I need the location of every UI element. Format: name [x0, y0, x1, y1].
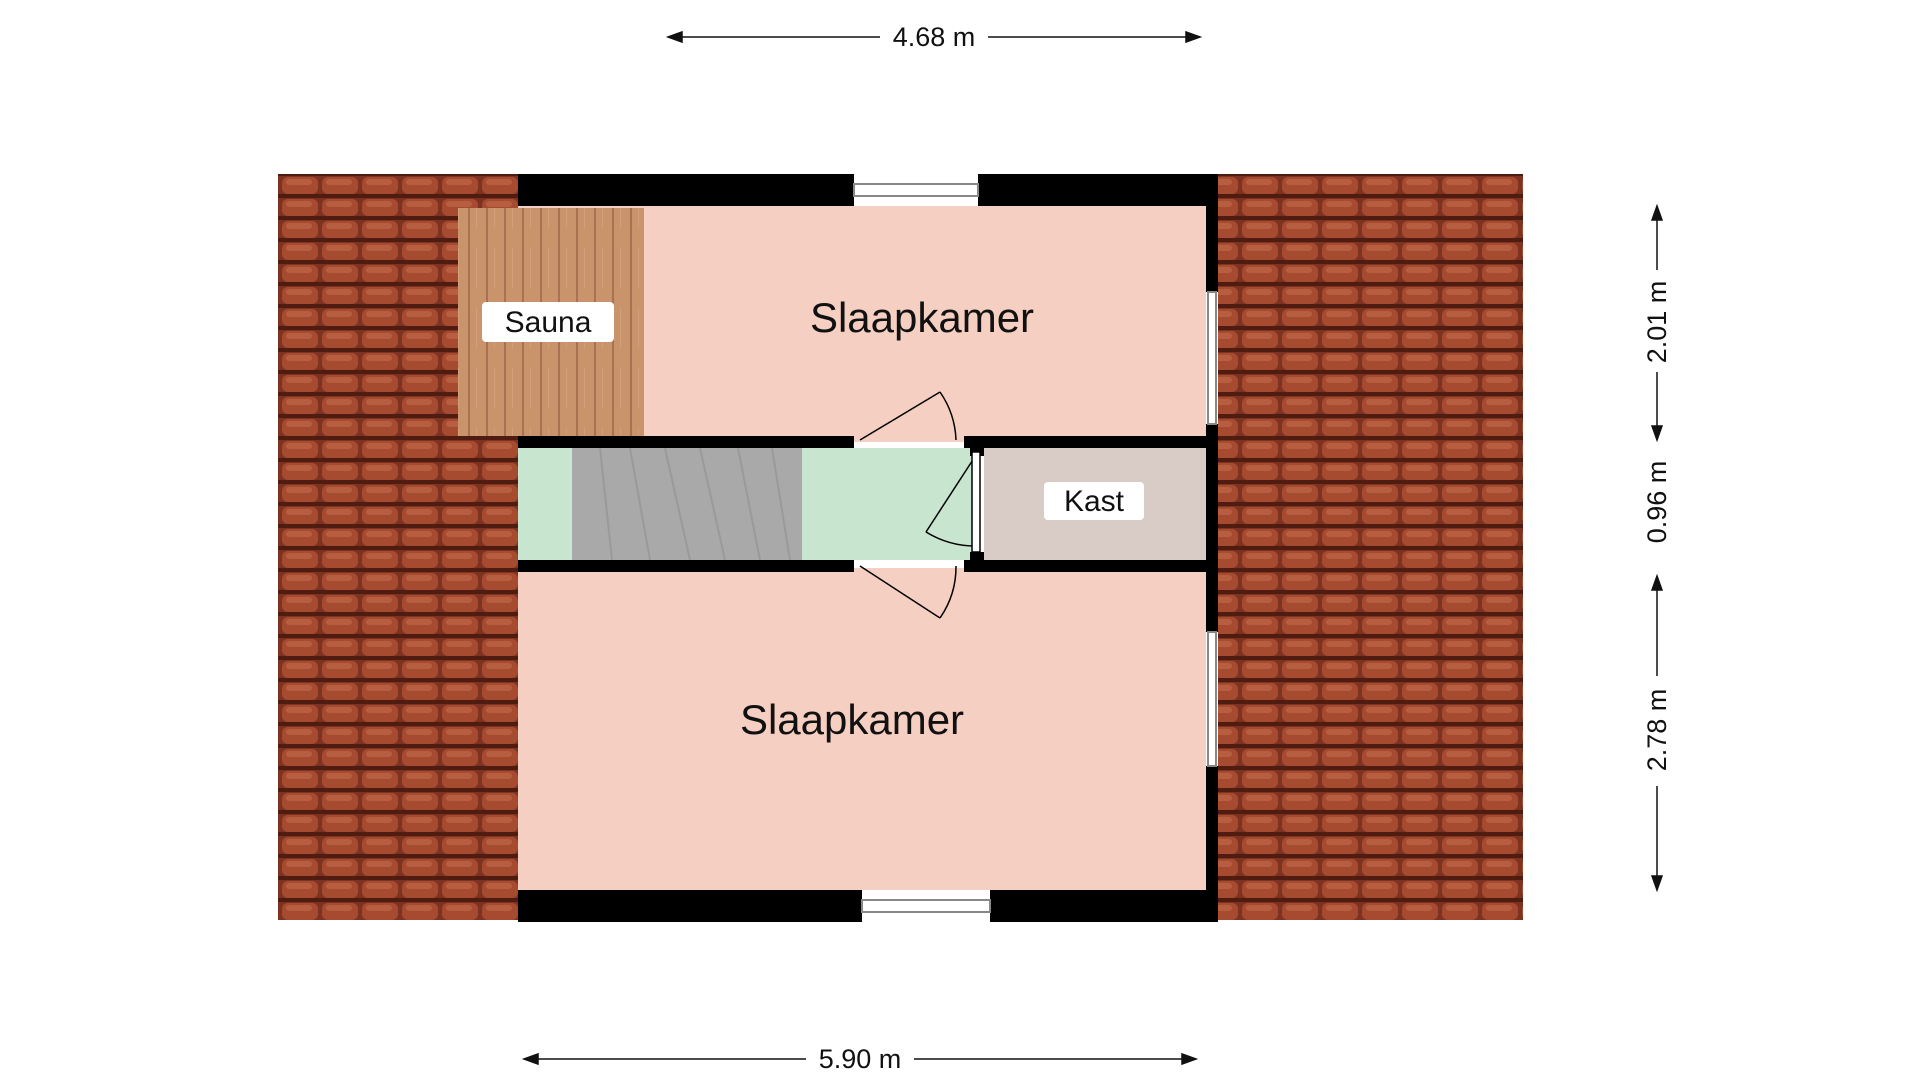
room-label-closet: Kast — [1064, 485, 1125, 518]
dimension-right-middle: 0.96 m — [1642, 461, 1672, 544]
dimension-lines — [521, 30, 1664, 1066]
dimension-bottom-width: 5.90 m — [819, 1044, 902, 1074]
bedroom-bottom-floor — [518, 568, 1206, 890]
room-label-bedroom-top: Slaapkamer — [810, 294, 1034, 341]
closet-label-box — [1044, 482, 1144, 520]
walls — [518, 174, 1218, 922]
roof-right — [1218, 174, 1523, 920]
doors — [859, 391, 981, 619]
dimension-right-bottom: 2.78 m — [1642, 689, 1672, 772]
dimension-right-top: 2.01 m — [1642, 281, 1672, 364]
room-label-bedroom-bottom: Slaapkamer — [740, 696, 964, 743]
room-label-sauna: Sauna — [505, 306, 592, 339]
windows — [853, 183, 1217, 913]
stair-steps — [599, 447, 791, 561]
sauna-label-box — [482, 302, 614, 342]
dimension-top-width: 4.68 m — [893, 22, 976, 52]
